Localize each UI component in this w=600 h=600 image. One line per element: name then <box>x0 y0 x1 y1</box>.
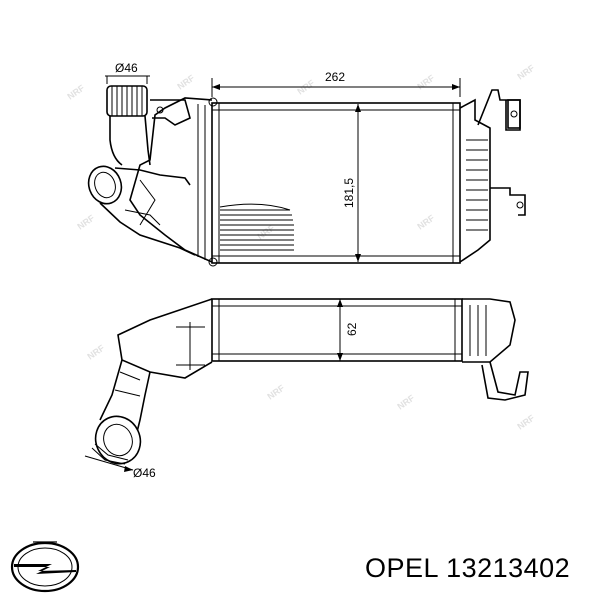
width-label: 262 <box>325 70 345 84</box>
outlet-pipe <box>91 359 151 465</box>
inlet-diameter-top-label: Ø46 <box>115 61 138 75</box>
fin-hatching <box>219 203 294 251</box>
inlet-diameter-bottom-label: Ø46 <box>133 466 156 480</box>
svg-text:NRF: NRF <box>415 73 436 92</box>
inlet-diameter-bottom: Ø46 <box>84 455 156 480</box>
height-label: 181,5 <box>342 178 356 208</box>
part-number: 13213402 <box>446 553 571 583</box>
svg-text:NRF: NRF <box>65 83 86 102</box>
front-lower-pipe <box>87 165 196 256</box>
side-view: 62 Ø46 <box>84 298 529 480</box>
upper-inlet-pipe <box>106 85 191 166</box>
height-dimension: 181,5 <box>342 104 361 262</box>
opel-logo-icon <box>10 541 80 593</box>
depth-label: 62 <box>345 322 359 336</box>
part-caption: OPEL 13213402 <box>365 553 570 584</box>
svg-text:NRF: NRF <box>515 63 536 82</box>
inlet-diameter-top: Ø46 <box>105 61 150 84</box>
svg-text:NRF: NRF <box>265 383 286 402</box>
front-view: 262 181,5 Ø46 <box>87 61 526 267</box>
svg-text:NRF: NRF <box>415 213 436 232</box>
svg-text:NRF: NRF <box>515 413 536 432</box>
watermark-pattern: NRF NRF NRF NRF NRF NRF NRF NRF NRF NRF … <box>65 63 536 432</box>
svg-text:NRF: NRF <box>395 393 416 412</box>
svg-text:NRF: NRF <box>75 213 96 232</box>
depth-dimension: 62 <box>337 299 359 361</box>
svg-text:NRF: NRF <box>85 343 106 362</box>
brand-name: OPEL <box>365 553 439 583</box>
svg-text:NRF: NRF <box>175 73 196 92</box>
width-dimension: 262 <box>211 70 461 97</box>
